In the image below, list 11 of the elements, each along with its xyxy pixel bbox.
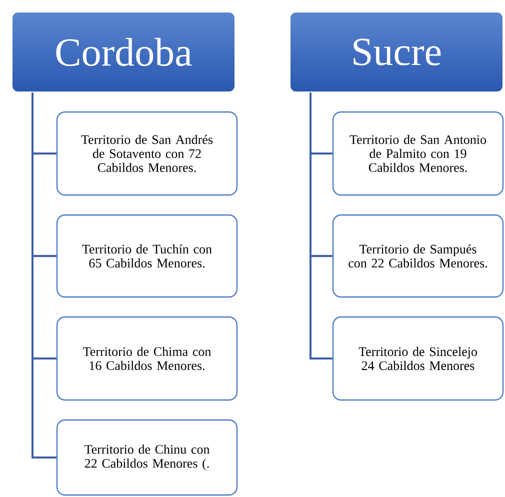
connector-line [32,92,56,458]
heading-box: Sucre [290,12,504,92]
territory-box: Territorio de Chima con 16 Cabildos Menores. [56,316,238,401]
heading-box: Cordoba [12,12,236,92]
territory-box: Territorio de Tuchín con 65 Cabildos Menores. [56,214,238,298]
territory-box: Territorio de San Andrés de Sotavento con 72 Cabildos Menores. [56,111,238,196]
territory-box: Territorio de San Antonio de Palmito con 19 Cabildos Menores. [332,111,504,196]
territory-box: Territorio de Chinu con 22 Cabildos Menores (. [56,419,238,496]
territory-box: Territorio de Sincelejo 24 Cabildos Menores [332,316,504,401]
territory-box: Territorio de Sampués con 22 Cabildos Menores. [332,214,504,298]
connector-line [310,92,332,360]
